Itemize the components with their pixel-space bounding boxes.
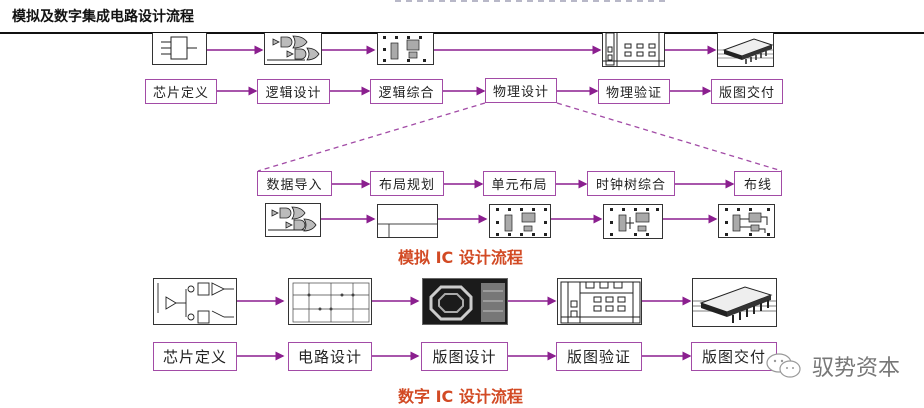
thumb-floorplan-grid bbox=[602, 33, 665, 67]
thumb-routing bbox=[718, 204, 775, 238]
thumb-ic-chip bbox=[717, 33, 774, 67]
thumb-logic-gates bbox=[264, 33, 322, 65]
caption-digital-ic-flow: 数字 IC 设计流程 bbox=[398, 387, 523, 406]
thumb-block-diagram bbox=[152, 33, 207, 65]
routing-icon bbox=[725, 208, 770, 236]
step-layout-verification: 版图验证 bbox=[556, 342, 642, 371]
rf-block-diagram-icon bbox=[157, 282, 234, 324]
thumb-cell-placement bbox=[489, 204, 551, 238]
thumb-floorplan-grid bbox=[557, 278, 642, 325]
step-chip-definition: 芯片定义 bbox=[153, 342, 237, 371]
thumb-floorplan bbox=[377, 204, 438, 238]
floorplan-grid-icon bbox=[560, 281, 641, 324]
ic-chip-package-icon bbox=[693, 286, 776, 323]
step-physical-verification: 物理验证 bbox=[598, 79, 670, 104]
step-logic-synthesis: 逻辑综合 bbox=[370, 79, 443, 104]
expansion-line-right bbox=[556, 102, 783, 172]
logic-gates-icon bbox=[267, 35, 320, 61]
step-layout-delivery: 版图交付 bbox=[691, 342, 777, 371]
page-title: 模拟及数字集成电路设计流程 bbox=[12, 9, 194, 25]
cell-placement-icon bbox=[496, 208, 547, 236]
step-layout-delivery: 版图交付 bbox=[711, 79, 783, 104]
step-layout-design: 版图设计 bbox=[421, 342, 508, 371]
thumb-data-import bbox=[265, 203, 321, 237]
transistor-schematic-icon bbox=[292, 282, 370, 323]
wechat-icon bbox=[766, 353, 801, 378]
thumb-rf-block-diagram bbox=[153, 278, 237, 325]
step-chip-definition: 芯片定义 bbox=[145, 79, 217, 104]
expansion-line-left bbox=[257, 102, 486, 172]
step-data-import: 数据导入 bbox=[257, 171, 332, 196]
caption-analog-ic-flow: 模拟 IC 设计流程 bbox=[398, 248, 523, 267]
step-logic-design: 逻辑设计 bbox=[257, 79, 330, 104]
synthesized-layout-icon bbox=[383, 36, 426, 62]
watermark: 驭势资本 bbox=[764, 350, 900, 382]
thumb-transistor-schematic bbox=[288, 278, 372, 325]
step-circuit-design: 电路设计 bbox=[288, 342, 372, 371]
floorplan-grid-icon bbox=[603, 33, 664, 66]
thumb-synthesized-layout bbox=[377, 33, 434, 65]
watermark-text: 驭势资本 bbox=[812, 356, 901, 381]
block-diagram-icon bbox=[161, 36, 197, 60]
title-divider bbox=[0, 32, 924, 34]
logic-gates-icon bbox=[268, 206, 317, 232]
clock-tree-icon bbox=[610, 208, 659, 236]
step-cell-placement: 单元布局 bbox=[483, 171, 556, 196]
step-clock-tree-synthesis: 时钟树综合 bbox=[587, 171, 675, 196]
cropped-text-strip bbox=[395, 0, 665, 2]
ic-chip-package-icon bbox=[718, 38, 773, 64]
thumb-inductor-layout bbox=[422, 278, 508, 325]
step-floorplanning: 布局规划 bbox=[370, 171, 444, 196]
thumb-clock-tree bbox=[603, 204, 663, 239]
floorplan-icon bbox=[378, 223, 437, 237]
step-routing: 布线 bbox=[734, 171, 782, 196]
inductor-layout-icon bbox=[423, 279, 507, 324]
step-physical-design: 物理设计 bbox=[485, 78, 557, 103]
thumb-ic-chip bbox=[692, 278, 777, 327]
